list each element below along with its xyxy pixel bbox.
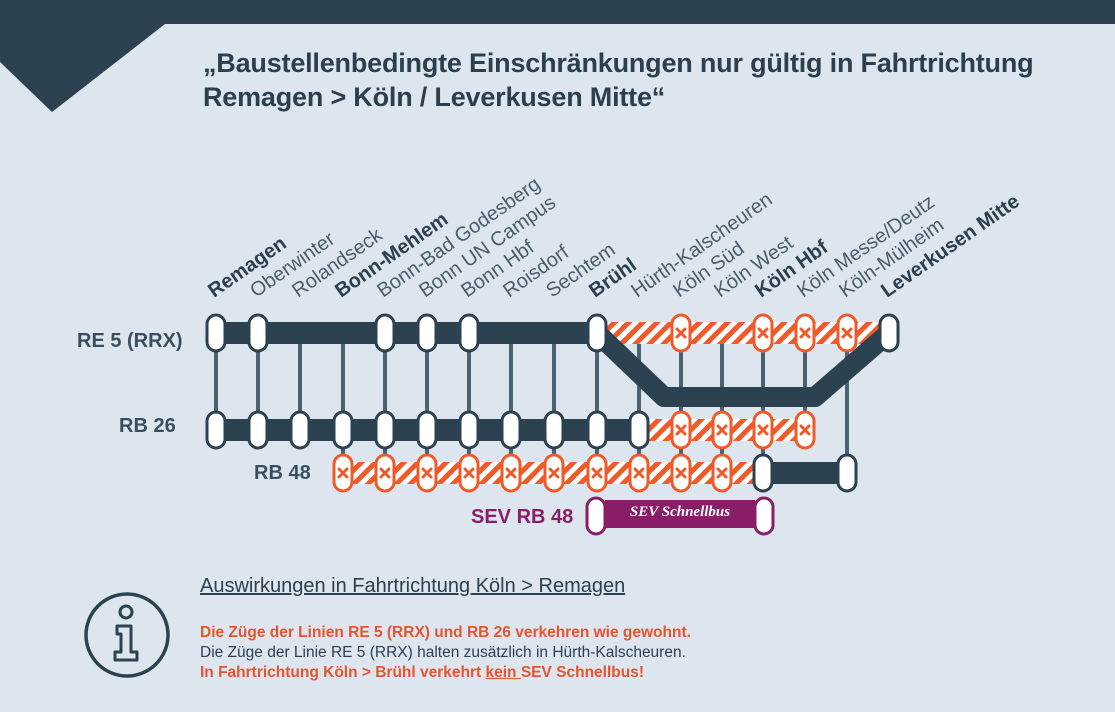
line-label-rb26: RB 26	[119, 415, 176, 437]
station-stop	[458, 313, 480, 353]
info-heading: Auswirkungen in Fahrtrichtung Köln > Rem…	[200, 575, 626, 597]
cancel-mark	[633, 467, 645, 479]
station-stop	[289, 410, 311, 450]
station-stop	[752, 453, 774, 493]
station-stop	[205, 313, 227, 353]
info-icon	[84, 592, 170, 678]
cancel-mark	[716, 424, 728, 436]
sev-bus-label: SEV Schnellbus	[629, 504, 731, 520]
info-line-1: Die Züge der Linien RE 5 (RRX) und RB 26…	[200, 624, 691, 641]
cancel-mark	[591, 467, 603, 479]
station-stop	[500, 410, 522, 450]
cancel-mark	[379, 467, 391, 479]
station-stop	[247, 313, 269, 353]
info-line-3: In Fahrtrichtung Köln > Brühl verkehrt k…	[200, 663, 691, 683]
info-line-3-kein: kein	[485, 664, 521, 681]
title-line-2: Remagen > Köln / Leverkusen Mitte“	[203, 82, 666, 112]
page-title: „Baustellenbedingte Einschränkungen nur …	[203, 46, 1034, 114]
cancel-mark	[421, 467, 433, 479]
station-stop	[458, 410, 480, 450]
cancel-mark	[463, 467, 475, 479]
cancel-mark	[757, 424, 769, 436]
cancel-mark	[505, 467, 517, 479]
info-text: Die Züge der Linien RE 5 (RRX) und RB 26…	[200, 623, 691, 683]
station-stop	[878, 313, 900, 353]
info-line-3c: SEV Schnellbus!	[520, 664, 644, 681]
sev-bus-bar	[585, 496, 775, 536]
cancel-mark	[799, 424, 811, 436]
cancel-mark	[548, 467, 560, 479]
station-stop	[836, 453, 858, 493]
line-label-re5: RE 5 (RRX)	[77, 330, 183, 352]
station-stop	[416, 313, 438, 353]
corner-decoration	[0, 0, 165, 112]
cancel-mark	[757, 327, 769, 339]
station-stop	[543, 410, 565, 450]
station-stop	[586, 313, 608, 353]
re5-segment	[216, 322, 597, 344]
station-stop	[205, 410, 227, 450]
cancel-mark	[841, 327, 853, 339]
station-stop	[332, 410, 354, 450]
cancel-mark	[337, 467, 349, 479]
title-line-1: „Baustellenbedingte Einschränkungen nur …	[203, 48, 1034, 78]
line-diagram: RemagenOberwinterRolandseckBonn-MehlemBo…	[204, 173, 1024, 493]
line-label-sev-rb48: SEV RB 48	[471, 506, 574, 528]
cancel-mark	[675, 467, 687, 479]
station-stop	[416, 410, 438, 450]
station-stop	[628, 410, 650, 450]
station-stop	[586, 410, 608, 450]
cancel-mark	[799, 327, 811, 339]
top-bar	[0, 0, 1115, 24]
rb48-segment	[763, 462, 847, 484]
re5-diversion-route	[590, 325, 896, 407]
cancel-mark	[675, 327, 687, 339]
re5-construction-segment	[597, 322, 889, 344]
cancel-mark	[675, 424, 687, 436]
info-line-2: Die Züge der Linie RE 5 (RRX) halten zus…	[200, 644, 686, 661]
cancel-mark	[716, 467, 728, 479]
line-label-rb48: RB 48	[254, 462, 311, 484]
station-stop	[374, 313, 396, 353]
station-stop	[247, 410, 269, 450]
station-stop	[374, 410, 396, 450]
info-line-3a: In Fahrtrichtung Köln > Brühl verkehrt	[200, 664, 486, 681]
